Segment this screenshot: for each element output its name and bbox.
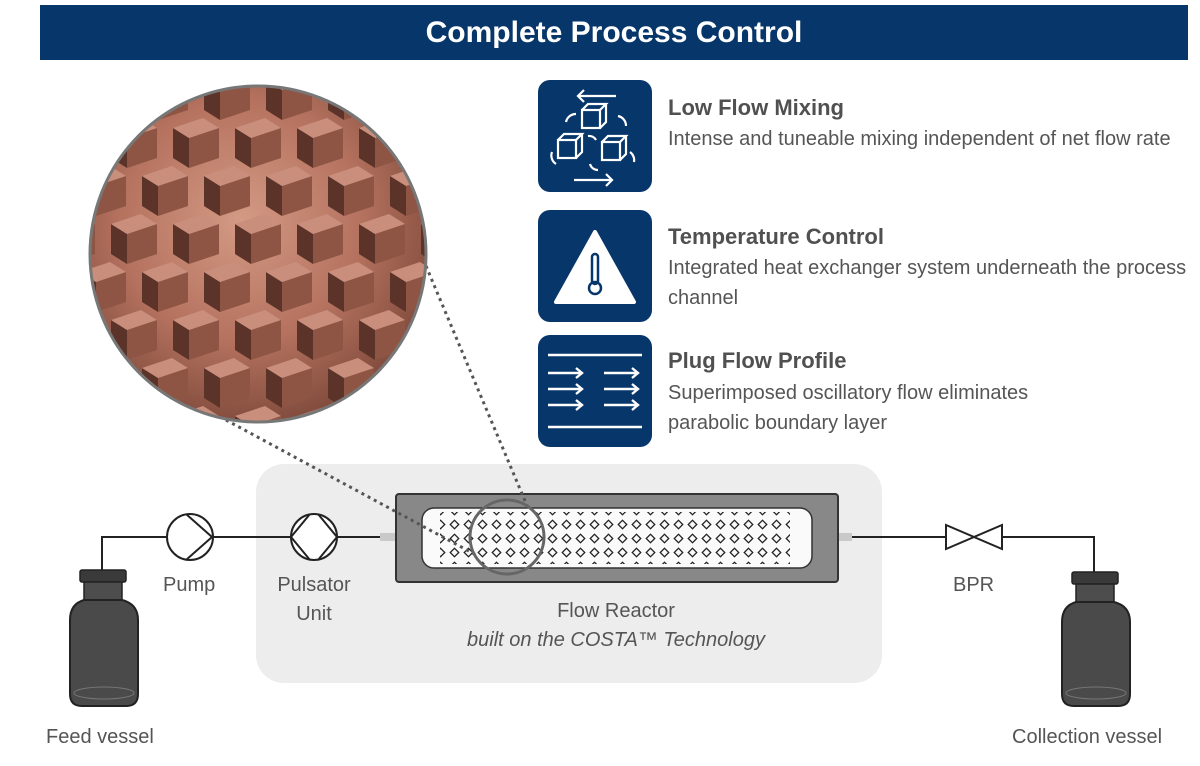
feature-title-plug-flow-profile: Plug Flow Profile <box>668 348 847 373</box>
pillar-texture <box>359 22 405 72</box>
feature-title-low-flow-mixing: Low Flow Mixing <box>668 95 844 120</box>
pillar-texture <box>266 358 312 408</box>
feed-vessel-label: Feed vessel <box>46 726 154 748</box>
mixing-cubes-icon <box>538 80 652 192</box>
pillar-texture <box>142 166 188 216</box>
pump-label: Pump <box>163 574 216 596</box>
pillar-texture <box>18 70 64 120</box>
pillar-texture <box>173 118 219 168</box>
pillar-texture <box>452 262 498 312</box>
pillar-texture <box>328 262 374 312</box>
pillar-texture <box>483 406 529 456</box>
flow-reactor-icon <box>395 493 839 583</box>
collection-vessel-icon <box>1061 571 1131 707</box>
pillar-texture <box>90 86 126 120</box>
pillar-texture <box>111 22 157 72</box>
pillar-texture <box>421 406 426 422</box>
pillar-texture <box>297 214 343 264</box>
pulsator-label-line2: Unit <box>296 603 332 625</box>
pillar-texture <box>483 22 529 72</box>
pillar-texture <box>235 214 281 264</box>
plug-flow-arrows-icon <box>538 335 652 447</box>
pillar-texture <box>173 310 219 360</box>
pillar-texture <box>204 358 250 408</box>
pillar-texture <box>359 406 405 422</box>
pillar-texture <box>90 406 95 422</box>
pillar-texture <box>421 214 426 264</box>
zoom-region-circle <box>468 498 546 576</box>
pillar-texture <box>483 118 529 168</box>
feature-desc-temperature-control: Integrated heat exchanger system underne… <box>668 257 1187 309</box>
pillar-texture <box>297 118 343 168</box>
pillar-texture <box>452 70 498 120</box>
bpr-label: BPR <box>953 574 995 596</box>
pillar-texture <box>390 86 426 120</box>
page-title-banner: Complete Process Control <box>40 5 1188 60</box>
pulsator-label-line1: Pulsator <box>277 574 351 596</box>
pillar-texture <box>18 454 64 504</box>
magnified-channel-photo <box>0 22 529 504</box>
pillar-texture <box>266 262 312 312</box>
pillar-texture <box>483 214 529 264</box>
pillar-texture <box>18 358 64 408</box>
pillar-texture <box>18 166 64 216</box>
pillar-texture <box>421 22 467 72</box>
collection-vessel-label: Collection vessel <box>1012 726 1163 748</box>
pulsator-icon <box>290 513 338 561</box>
feature-desc-plug-flow-profile: Superimposed oscillatory flow eliminates… <box>668 382 1029 434</box>
pillar-texture <box>235 118 281 168</box>
flow-reactor-subtitle: built on the COSTA™ Technology <box>467 629 765 651</box>
pillar-texture <box>483 310 529 360</box>
pillar-texture <box>142 454 188 504</box>
pillar-texture <box>111 214 157 264</box>
pillar-texture <box>90 214 95 264</box>
thermometer-warning-icon <box>538 210 652 322</box>
pillar-texture <box>90 310 95 360</box>
pillar-texture <box>173 214 219 264</box>
feed-vessel-icon <box>69 569 139 707</box>
pillar-texture <box>142 262 188 312</box>
pillar-texture <box>390 358 426 408</box>
pillar-texture <box>297 22 343 72</box>
pipe-lines <box>101 536 1095 572</box>
page-title: Complete Process Control <box>425 15 803 49</box>
pillar-texture <box>266 166 312 216</box>
bpr-valve-icon <box>945 523 1003 551</box>
pillar-texture <box>0 22 33 72</box>
pillar-texture <box>297 310 343 360</box>
pillar-texture <box>235 310 281 360</box>
pillar-texture <box>204 262 250 312</box>
pillar-texture <box>80 454 126 504</box>
pillar-texture <box>235 22 281 72</box>
feature-title-temperature-control: Temperature Control <box>668 224 884 249</box>
pillar-texture <box>204 166 250 216</box>
pillar-texture <box>421 310 426 360</box>
zoom-guide-lines <box>225 265 530 558</box>
pillar-texture <box>18 262 64 312</box>
pillar-texture <box>111 406 157 422</box>
pillar-texture <box>173 22 219 72</box>
pillar-texture <box>421 118 426 168</box>
feature-desc-low-flow-mixing: Intense and tuneable mixing independent … <box>668 128 1171 150</box>
pillar-texture <box>452 166 498 216</box>
flow-reactor-label: Flow Reactor <box>557 600 675 622</box>
pillar-texture <box>173 406 219 422</box>
pump-icon <box>166 513 214 561</box>
pillar-texture <box>90 358 126 408</box>
pillar-texture <box>90 118 95 168</box>
pillar-texture <box>204 454 250 504</box>
pillar-texture <box>49 22 95 72</box>
pillar-texture <box>328 166 374 216</box>
pillar-texture <box>359 214 405 264</box>
